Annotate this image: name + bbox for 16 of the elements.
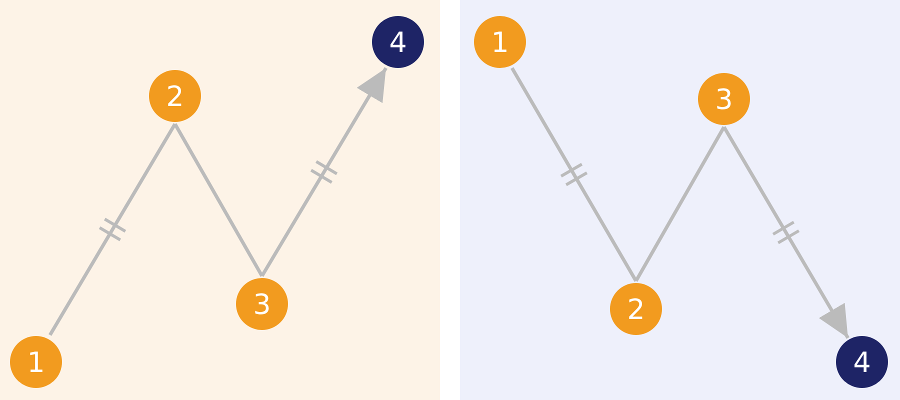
step-number-circle: 3	[698, 73, 750, 125]
connector-line	[173, 123, 264, 277]
step-number-circle: 2	[610, 283, 662, 335]
chart-panel	[460, 0, 900, 400]
step-number-circle: 2	[149, 70, 201, 122]
step-number-circle: 3	[236, 278, 288, 330]
connector-line	[48, 123, 176, 336]
chart-panel	[0, 0, 440, 400]
step-number-circle: 1	[474, 16, 526, 68]
connector-line	[634, 126, 726, 282]
arrow	[260, 67, 388, 277]
step-number-circle: 4	[372, 16, 424, 68]
step-number-circle: 1	[10, 336, 62, 388]
arrow	[722, 126, 850, 339]
step-number-circle: 4	[836, 336, 888, 388]
connector-line	[510, 67, 638, 282]
